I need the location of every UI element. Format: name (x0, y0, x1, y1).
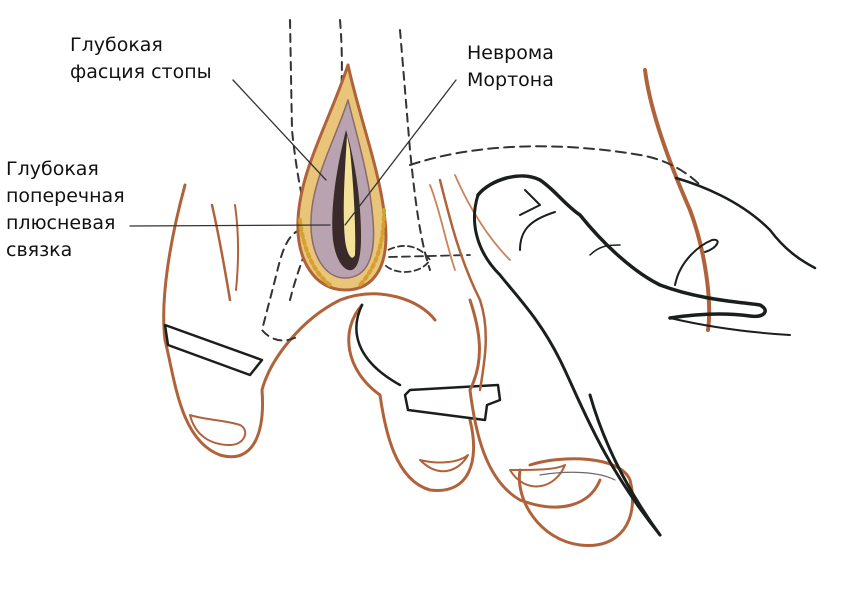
label-morton-neuroma-line1: Неврома (467, 42, 554, 64)
label-morton-neuroma: Неврома Мортона (467, 40, 554, 94)
label-ligament-line1: Глубокая (6, 158, 99, 180)
label-ligament-line4: связка (6, 239, 73, 261)
leader-neuroma (344, 79, 457, 226)
label-deep-transverse-metatarsal-ligament: Глубокая поперечная плюсневая связка (6, 156, 125, 264)
hand-outline (476, 174, 767, 320)
foot-outline-right (643, 68, 712, 332)
toe-third (468, 388, 602, 509)
leader-ligament (129, 224, 331, 227)
label-deep-fascia-line1: Глубокая (70, 34, 163, 56)
toe-fourth (517, 457, 635, 548)
toe-second (347, 303, 476, 492)
label-ligament-line2: поперечная (6, 185, 125, 207)
toe-strap-right (403, 383, 502, 422)
label-morton-neuroma-line2: Мортона (467, 69, 554, 91)
toe-left (163, 292, 437, 459)
label-deep-fascia: Глубокая фасция стопы (70, 32, 212, 86)
foot-outline-lateral (162, 183, 187, 342)
label-deep-fascia-line2: фасция стопы (70, 61, 212, 83)
metatarsal-dashed-left (261, 19, 306, 342)
incision-site (296, 63, 388, 292)
leader-deep-fascia (232, 79, 327, 181)
label-ligament-line3: плюсневая (6, 212, 116, 234)
toe-strap-left (163, 323, 264, 377)
